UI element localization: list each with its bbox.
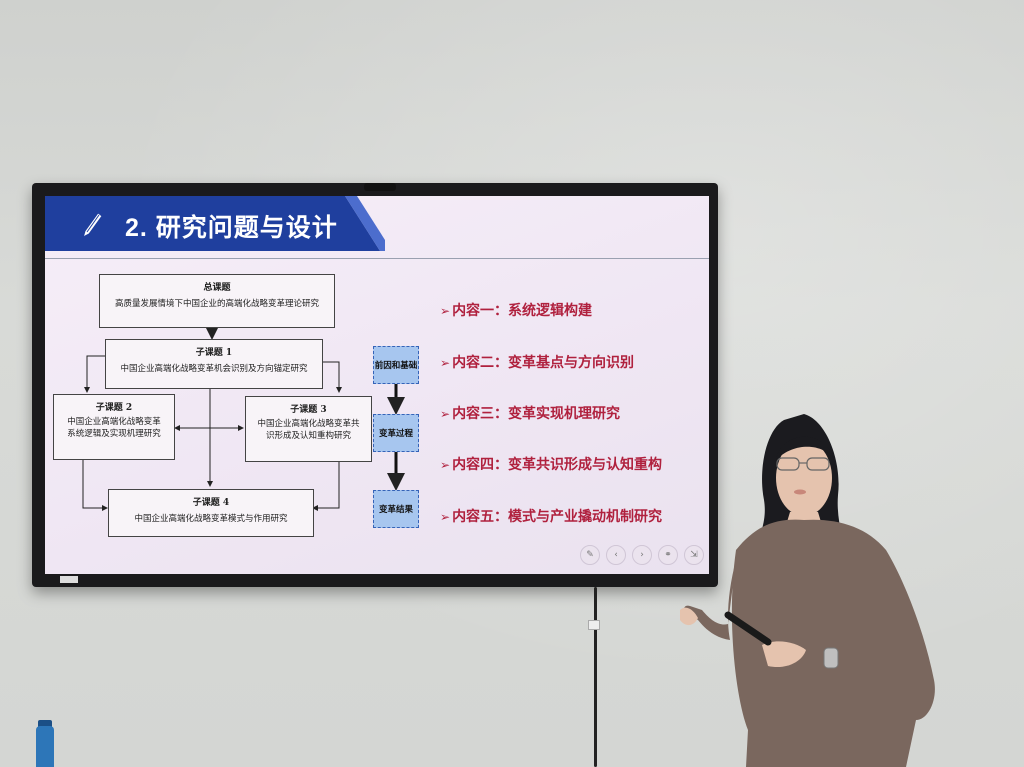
water-bottle xyxy=(36,726,54,767)
slide-title: 2. 研究问题与设计 xyxy=(125,214,338,242)
previous-slide-icon[interactable]: ‹ xyxy=(606,545,626,565)
arrow-right-icon: ➢ xyxy=(440,304,451,318)
sub-topic-4-text: 中国企业高端化战略变革模式与作用研究 xyxy=(134,514,288,524)
sub-topic-4-heading: 子课题 4 xyxy=(192,498,230,508)
sub-topic-1-heading: 子课题 1 xyxy=(195,348,233,358)
sub-topic-3-heading: 子课题 3 xyxy=(290,405,327,415)
main-topic-box: 总课题 高质量发展情境下中国企业的高端化战略变革理论研究 xyxy=(99,274,335,328)
sub-topic-3-line2: 识形成及认知重构研究 xyxy=(265,431,351,441)
content-item-3: ➢内容三：变革实现机理研究 xyxy=(440,403,620,423)
arrow-right-icon: ➢ xyxy=(440,407,451,421)
content-item-1: ➢内容一：系统逻辑构建 xyxy=(440,300,592,320)
content-item-5-text: 内容五：模式与产业撬动机制研究 xyxy=(452,509,663,525)
exit-icon[interactable]: ⇲ xyxy=(684,545,704,565)
monitor-sticker xyxy=(60,576,78,583)
content-item-1-text: 内容一：系统逻辑构建 xyxy=(452,303,593,319)
presentation-toolbar: ✎ ‹ › ⚭ ⇲ xyxy=(580,545,704,565)
content-item-4: ➢内容四：变革共识形成与认知重构 xyxy=(440,454,662,474)
title-bar xyxy=(45,196,380,251)
sub-topic-3-text: 中国企业高端化战略变革共 识形成及认知重构研究 xyxy=(246,418,371,442)
content-item-5: ➢内容五：模式与产业撬动机制研究 xyxy=(440,506,662,526)
sub-topic-3-box: 子课题 3 中国企业高端化战略变革共 识形成及认知重构研究 xyxy=(245,396,372,462)
water-bottle-cap xyxy=(38,720,52,728)
content-item-2-text: 内容二：变革基点与方向识别 xyxy=(452,355,635,371)
stage-box-process: 变革过程 xyxy=(373,414,419,452)
monitor-camera xyxy=(364,183,396,191)
sub-topic-4-box: 子课题 4 中国企业高端化战略变革模式与作用研究 xyxy=(108,489,314,537)
presenter-figure xyxy=(680,414,935,767)
pen-icon xyxy=(81,212,103,240)
link-icon[interactable]: ⚭ xyxy=(658,545,678,565)
monitor-cable xyxy=(594,587,597,767)
sub-topic-1-text: 中国企业高端化战略变革机会识别及方向锚定研究 xyxy=(120,364,308,374)
sub-topic-2-box: 子课题 2 中国企业高端化战略变革 系统逻辑及实现机理研究 xyxy=(53,394,175,460)
arrow-right-icon: ➢ xyxy=(440,458,451,472)
next-slide-icon[interactable]: › xyxy=(632,545,652,565)
sub-topic-2-line2: 系统逻辑及实现机理研究 xyxy=(67,429,161,439)
title-divider xyxy=(45,258,709,259)
stage-box-outcome: 变革结果 xyxy=(373,490,419,528)
content-item-2: ➢内容二：变革基点与方向识别 xyxy=(440,352,634,372)
main-topic-heading: 总课题 xyxy=(203,283,231,293)
sub-topic-2-line1: 中国企业高端化战略变革 xyxy=(67,417,161,427)
arrow-right-icon: ➢ xyxy=(440,356,451,370)
cable-clip xyxy=(588,620,600,630)
flow-diagram-connectors xyxy=(82,316,405,511)
stage-box-antecedents: 前因和基础 xyxy=(373,346,419,384)
arrow-right-icon: ➢ xyxy=(440,510,451,524)
main-topic-text: 高质量发展情境下中国企业的高端化战略变革理论研究 xyxy=(114,299,319,309)
sub-topic-1-box: 子课题 1 中国企业高端化战略变革机会识别及方向锚定研究 xyxy=(105,339,323,389)
sub-topic-2-text: 中国企业高端化战略变革 系统逻辑及实现机理研究 xyxy=(54,416,174,440)
sub-topic-3-line1: 中国企业高端化战略变革共 xyxy=(257,419,360,429)
pen-tool-icon[interactable]: ✎ xyxy=(580,545,600,565)
content-item-4-text: 内容四：变革共识形成与认知重构 xyxy=(452,457,663,473)
presentation-slide: 2. 研究问题与设计 总课题 高质量发展情境下中国企业的高端化战略变革理论研究 … xyxy=(45,196,709,574)
content-item-3-text: 内容三：变革实现机理研究 xyxy=(452,406,621,422)
sub-topic-2-heading: 子课题 2 xyxy=(95,403,133,413)
